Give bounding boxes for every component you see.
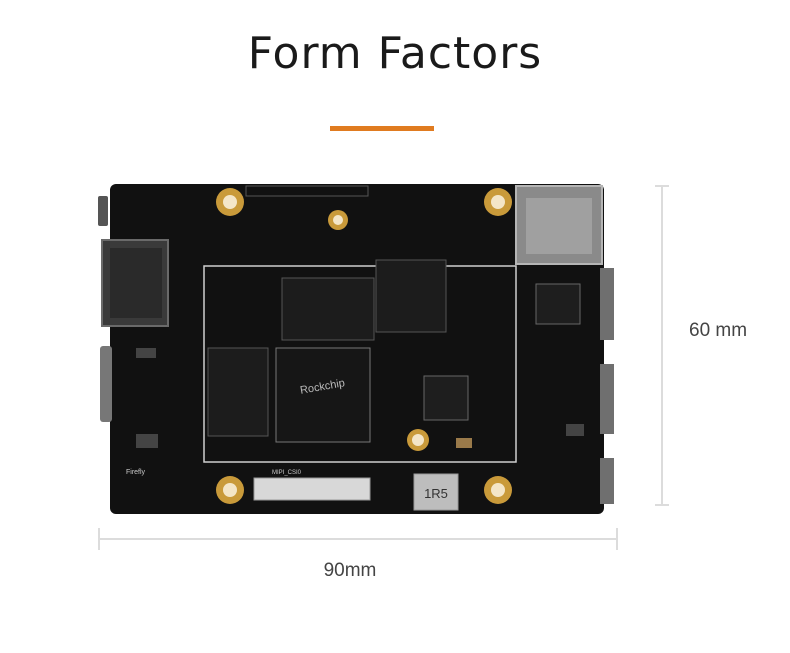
brand-silkscreen: Firefly: [126, 469, 146, 476]
width-dimension-line: [98, 528, 618, 550]
camera-connector-label: MIPI_CSI0: [272, 470, 302, 476]
page-title: Form Factors: [247, 28, 543, 79]
title-underline-accent: [330, 126, 434, 131]
height-dimension-line: [655, 185, 669, 506]
width-dimension-label: 90mm: [323, 560, 377, 581]
board-image: Rockchip 1R5 MIPI_CSI0 Firefly: [96, 178, 618, 520]
height-dimension-label: 60 mm: [689, 320, 748, 341]
inductor-label: 1R5: [424, 486, 448, 501]
